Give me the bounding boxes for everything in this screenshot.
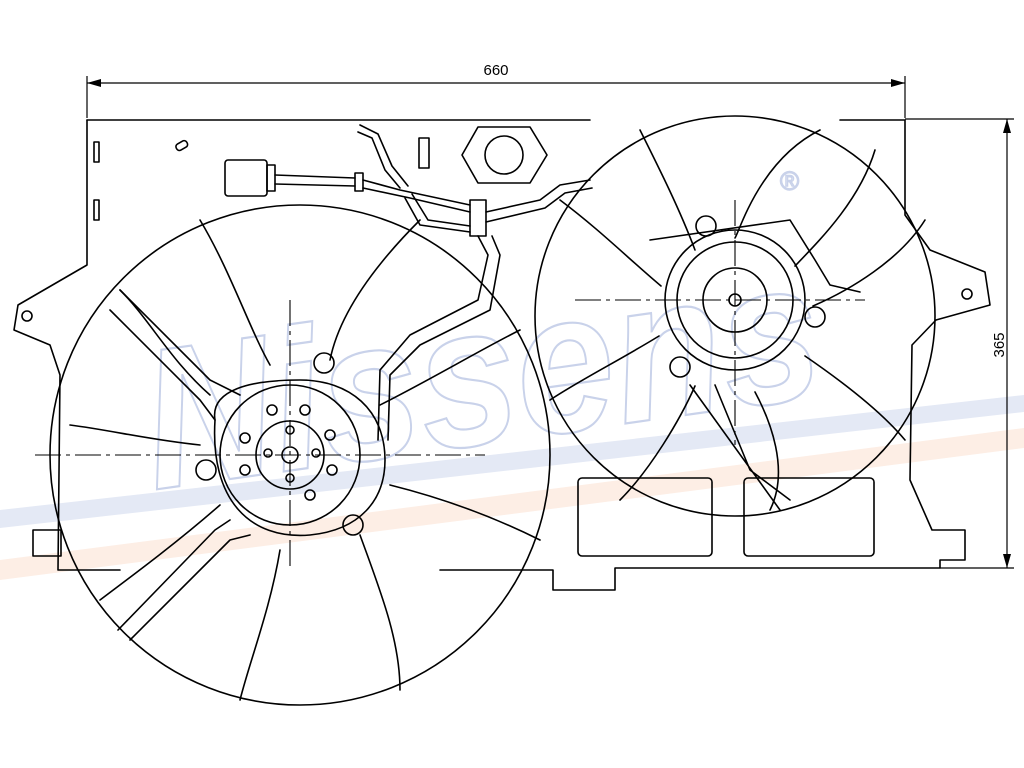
mount-hole <box>961 288 973 300</box>
left-motor-housing <box>213 379 386 537</box>
frame-window <box>577 477 713 557</box>
frame-window <box>743 477 875 557</box>
mount-hole <box>21 310 33 322</box>
wire-clip <box>469 199 487 237</box>
connector-latch <box>266 164 276 192</box>
width-label: 660 <box>483 62 508 79</box>
wiring-harness <box>224 124 593 441</box>
mount-slot <box>175 139 189 152</box>
mounting-nut <box>461 126 548 184</box>
left-fan <box>35 204 551 706</box>
registered-mark: ® <box>780 166 799 196</box>
width-dimension: 660 <box>86 62 906 118</box>
left-mount-boss <box>342 514 364 536</box>
right-mount-boss <box>804 306 826 328</box>
right-fan <box>534 115 936 517</box>
height-dimension: 365 <box>905 118 1014 569</box>
right-mount-boss <box>669 356 691 378</box>
right-fan-outline <box>534 115 936 517</box>
mount-slot <box>93 199 100 221</box>
mount-slot <box>418 137 430 169</box>
mount-tab <box>32 529 62 557</box>
watermark: Nissens ® <box>0 165 1024 580</box>
left-mount-boss <box>195 459 217 481</box>
wire-clip <box>354 172 364 192</box>
mounting-frame <box>13 119 991 591</box>
mount-slot <box>93 141 100 163</box>
right-mount-boss <box>695 215 717 237</box>
height-label: 365 <box>991 332 1008 357</box>
connector <box>224 159 268 197</box>
left-mount-boss <box>313 352 335 374</box>
